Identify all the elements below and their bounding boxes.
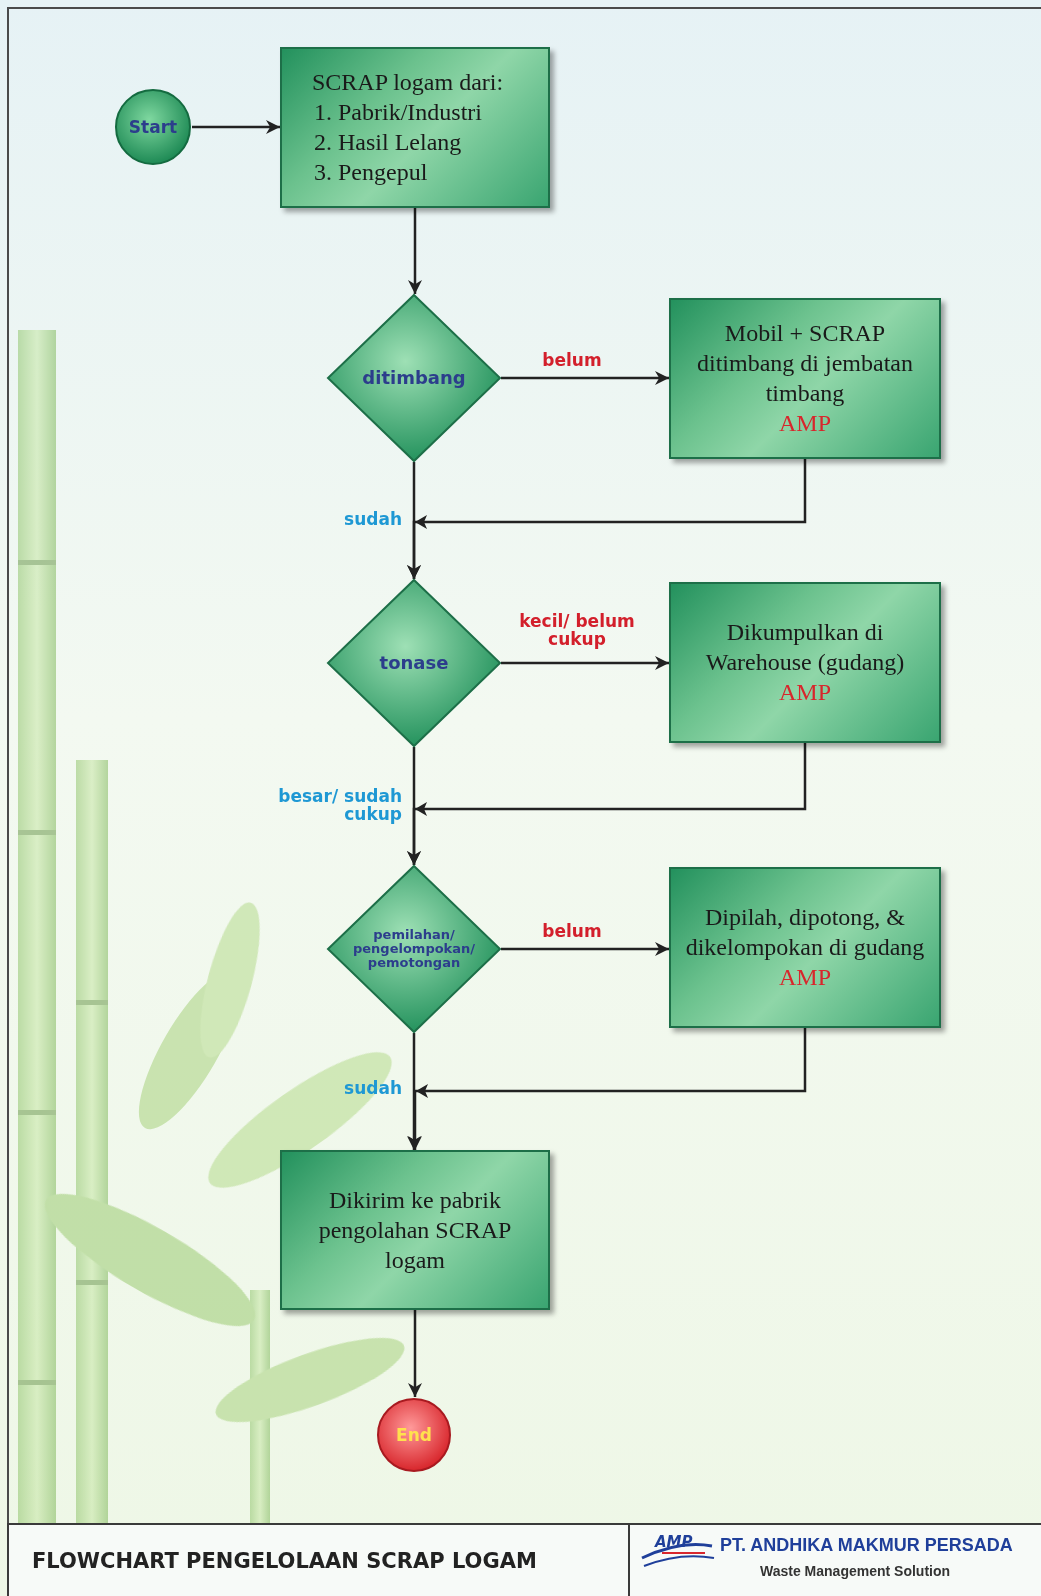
decision-diamond: pemilahan/ pengelompokan/ pemotongan <box>327 865 501 1033</box>
terminal-label: Start <box>129 118 177 137</box>
flow-connector <box>415 1028 805 1151</box>
diagram-title: FLOWCHART PENGELOLAAN SCRAP LOGAM <box>32 1549 537 1573</box>
flow-connector <box>414 743 805 866</box>
decision-label: tonase <box>380 653 449 673</box>
box-text: Dikumpulkan di Warehouse (gudang) <box>685 617 925 677</box>
process-box: Dikumpulkan di Warehouse (gudang)AMP <box>669 582 941 743</box>
edge-label: kecil/ belum cukup <box>497 613 657 649</box>
process-box: Dikirim ke pabrik pengolahan SCRAP logam <box>280 1150 550 1310</box>
flow-connector <box>413 462 416 579</box>
process-box: Dipilah, dipotong, & dikelompokan di gud… <box>669 867 941 1028</box>
box-text: Mobil + SCRAP ditimbang di jembatan timb… <box>685 318 925 408</box>
flow-connector <box>414 208 417 295</box>
company-mark: AMP <box>779 964 831 990</box>
terminal-label: End <box>396 1426 432 1445</box>
flow-connector <box>414 459 805 580</box>
junction-arrowhead <box>416 1084 428 1098</box>
edge-label: sudah <box>252 1080 402 1098</box>
circle-outline <box>378 1399 450 1471</box>
diamond-outline <box>328 866 500 1032</box>
diamond-outline <box>328 295 500 461</box>
diamond-outline <box>328 580 500 746</box>
decision-label: ditimbang <box>362 368 465 388</box>
decision-diamond: ditimbang <box>327 294 501 462</box>
box-text: Dikirim ke pabrik pengolahan SCRAP logam <box>296 1185 534 1275</box>
flow-connector <box>501 948 669 951</box>
edge-label: belum <box>497 352 647 370</box>
box-text: Dipilah, dipotong, & dikelompokan di gud… <box>685 902 925 992</box>
flow-connector <box>192 126 280 129</box>
company-tagline: Waste Management Solution <box>760 1563 950 1579</box>
footer-divider <box>628 1524 630 1596</box>
footer-band <box>8 1524 1041 1596</box>
flow-connector <box>501 662 669 665</box>
list-item: 2. Hasil Lelang <box>312 127 461 157</box>
edge-label: sudah <box>252 511 402 529</box>
circle-outline <box>116 90 190 164</box>
company-name: PT. ANDHIKA MAKMUR PERSADA <box>720 1535 1013 1556</box>
page-frame <box>8 8 1041 1596</box>
process-box: Mobil + SCRAP ditimbang di jembatan timb… <box>669 298 941 459</box>
start-terminal: Start <box>114 88 192 166</box>
logo-underline <box>662 1552 705 1554</box>
list-item: 3. Pengepul <box>312 157 427 187</box>
flow-connector <box>414 1310 417 1397</box>
flow-connector <box>413 747 416 865</box>
box-heading: SCRAP logam dari: <box>312 67 503 97</box>
junction-arrowhead <box>415 802 427 816</box>
logo-swoosh <box>644 1556 714 1566</box>
edge-label: besar/ sudah cukup <box>240 788 402 824</box>
junction-arrowhead <box>415 515 427 529</box>
decision-diamond: tonase <box>327 579 501 747</box>
box-text: Dipilah, dipotong, & dikelompokan di gud… <box>686 904 925 960</box>
flow-connector <box>413 1033 416 1150</box>
edge-label: belum <box>497 923 647 941</box>
end-terminal: End <box>376 1397 452 1473</box>
decision-label: pemilahan/ pengelompokan/ pemotongan <box>348 928 480 971</box>
company-mark: AMP <box>779 408 831 438</box>
company-mark: AMP <box>779 677 831 707</box>
process-box: SCRAP logam dari:1. Pabrik/Industri2. Ha… <box>280 47 550 208</box>
logo-text: AMP <box>655 1533 693 1551</box>
flow-connector <box>501 377 669 380</box>
list-item: 1. Pabrik/Industri <box>312 97 482 127</box>
